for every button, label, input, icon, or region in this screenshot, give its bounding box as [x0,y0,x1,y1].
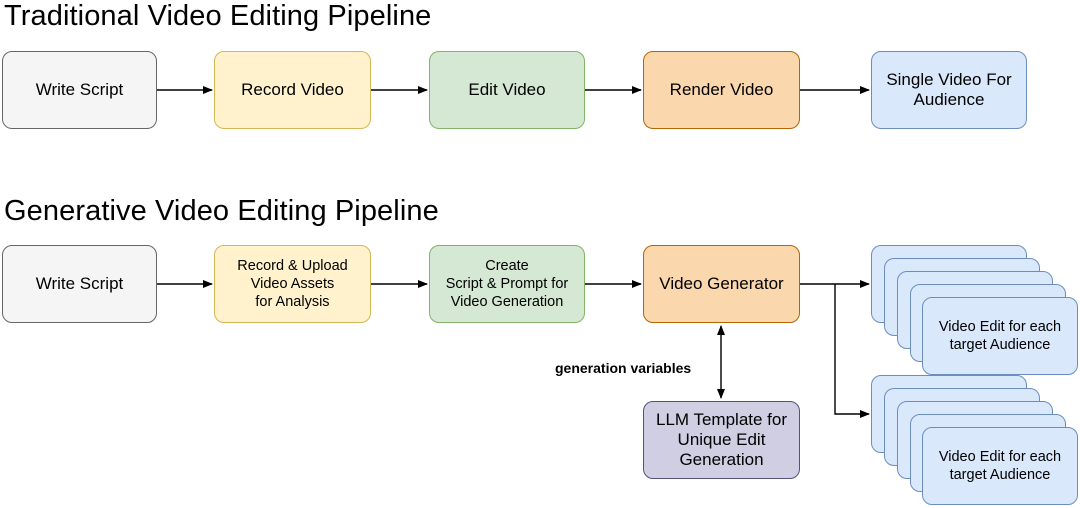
arrow-gen-to-stack-2 [834,284,870,418]
node-label: Render Video [669,80,774,99]
node-label: Single Video For Audience [886,70,1012,109]
node-label: Create Script & Prompt for Video Generat… [445,258,569,310]
video-edit-output-node: Video Edit for each target Audience [922,297,1078,375]
gen-video-generator-node: Video Generator [643,245,800,323]
node-label: Write Script [35,80,124,99]
node-label: Write Script [35,274,124,293]
node-label: Video Edit for each target Audience [938,319,1062,353]
node-label: LLM Template for Unique Edit Generation [655,410,788,469]
trad-render-video-node: Render Video [643,51,800,129]
trad-record-video-node: Record Video [214,51,371,129]
node-label: Record & Upload Video Assets for Analysi… [237,258,348,310]
trad-single-video-node: Single Video For Audience [871,51,1027,129]
node-label: Video Edit for each target Audience [938,449,1062,483]
generative-pipeline-title: Generative Video Editing Pipeline [4,195,439,227]
node-label: Video Generator [659,274,784,293]
generation-variables-label: generation variables [555,360,692,376]
trad-write-script-node: Write Script [2,51,157,129]
node-label: Record Video [241,80,344,99]
node-label: Edit Video [468,80,546,99]
gen-record-upload-node: Record & Upload Video Assets for Analysi… [214,245,371,323]
video-edit-output-node: Video Edit for each target Audience [922,427,1078,505]
gen-write-script-node: Write Script [2,245,157,323]
trad-edit-video-node: Edit Video [429,51,585,129]
gen-create-script-node: Create Script & Prompt for Video Generat… [429,245,585,323]
llm-template-node: LLM Template for Unique Edit Generation [643,401,800,479]
traditional-pipeline-title: Traditional Video Editing Pipeline [4,0,432,32]
